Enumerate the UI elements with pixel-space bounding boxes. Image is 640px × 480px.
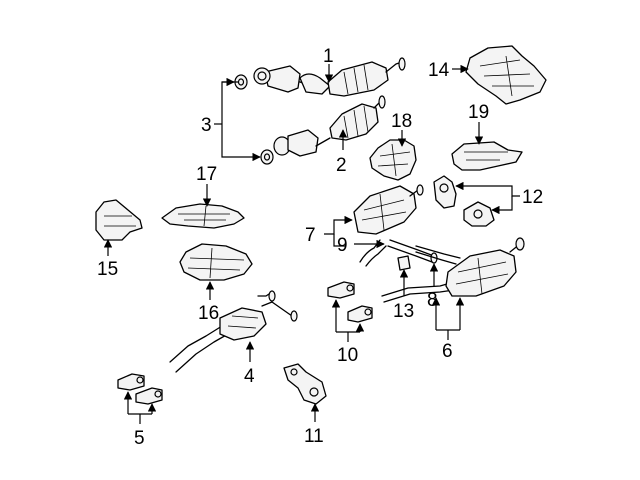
part-13-clamp[interactable] <box>397 255 411 271</box>
callout-5: 5 <box>134 428 145 449</box>
part-8-pipe[interactable] <box>415 245 461 265</box>
callout-14: 14 <box>428 60 450 81</box>
callout-4: 4 <box>244 366 255 387</box>
part-14-heat-shield[interactable] <box>465 45 547 105</box>
callout-8: 8 <box>427 290 438 311</box>
callout-12: 12 <box>522 187 543 208</box>
part-17-heat-shield[interactable] <box>161 203 245 229</box>
callout-1: 1 <box>323 46 334 67</box>
callout-17: 17 <box>196 164 217 185</box>
part-10-clamps[interactable] <box>327 281 373 323</box>
part-15-heat-shield[interactable] <box>95 199 143 241</box>
callout-labels: 1 2 3 4 5 6 7 8 9 10 11 12 13 14 15 16 1… <box>97 46 543 449</box>
leader-lines <box>103 64 520 424</box>
part-4-intermediate-pipe[interactable] <box>169 290 298 373</box>
part-6-muffler-right[interactable] <box>381 237 525 303</box>
part-12-hanger-brackets[interactable] <box>433 175 495 227</box>
callout-3: 3 <box>201 115 212 136</box>
part-18-heat-shield[interactable] <box>369 139 417 181</box>
callout-19: 19 <box>468 102 489 123</box>
callout-7: 7 <box>305 225 316 246</box>
part-7-muffler-left[interactable] <box>353 184 424 267</box>
callout-15: 15 <box>97 259 118 280</box>
part-9-connecting-pipe[interactable] <box>387 239 438 264</box>
callout-2: 2 <box>336 155 347 176</box>
callout-9: 9 <box>337 235 348 256</box>
part-16-heat-shield[interactable] <box>179 243 253 281</box>
part-19-heat-shield[interactable] <box>451 141 523 171</box>
callout-11: 11 <box>304 426 324 447</box>
callout-6: 6 <box>442 341 453 362</box>
callout-16: 16 <box>198 303 219 324</box>
part-1-catalytic-converter-upper[interactable] <box>264 57 406 97</box>
callout-13: 13 <box>393 301 414 322</box>
callout-18: 18 <box>391 111 412 132</box>
callout-10: 10 <box>337 345 358 366</box>
part-11-hanger[interactable] <box>283 363 327 405</box>
part-5-clamps[interactable] <box>117 373 163 405</box>
part-2-catalytic-converter-lower[interactable] <box>273 95 386 157</box>
part-3-gaskets[interactable] <box>234 67 274 165</box>
